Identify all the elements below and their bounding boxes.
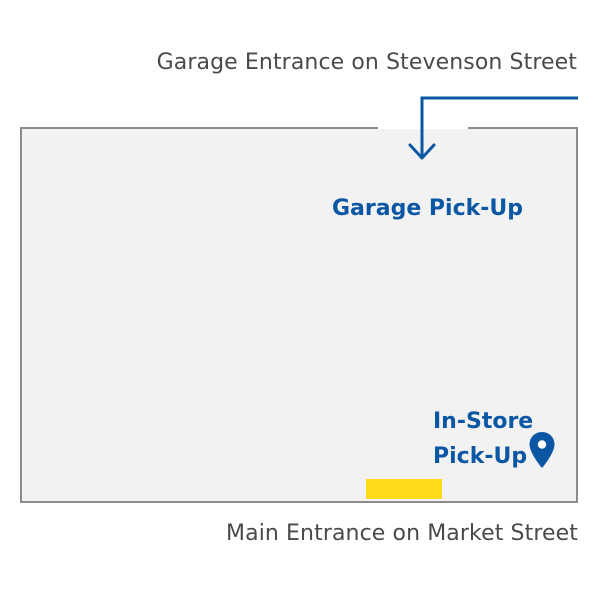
instore-pickup-label: In-Store Pick-Up — [433, 404, 533, 474]
instore-pickup-line1: In-Store — [433, 409, 534, 434]
garage-pickup-label: Garage Pick-Up — [332, 196, 524, 221]
garage-opening-floor — [378, 129, 468, 139]
garage-entrance-label: Garage Entrance on Stevenson Street — [156, 50, 577, 75]
instore-pickup-line2: Pick-Up — [433, 444, 528, 469]
main-entrance-label: Main Entrance on Market Street — [226, 521, 578, 546]
store-floor — [20, 127, 578, 503]
location-pin-icon — [529, 432, 555, 468]
main-entrance-marker — [366, 479, 442, 499]
